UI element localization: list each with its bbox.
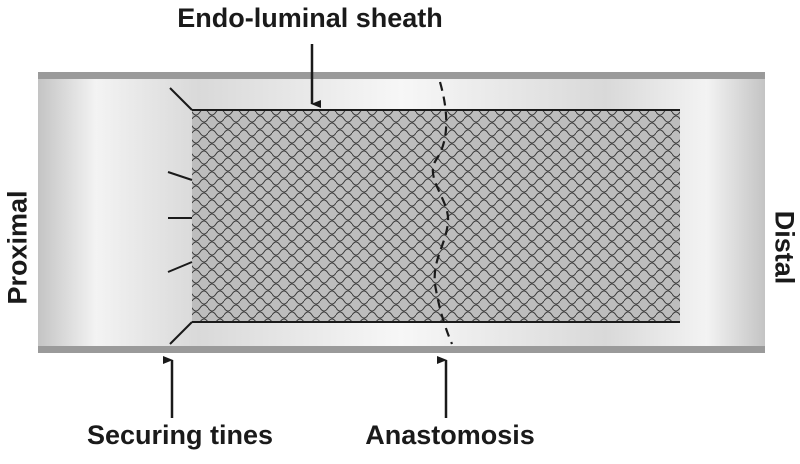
anastomosis-label: Anastomosis [365, 420, 535, 450]
proximal-label: Proximal [2, 190, 33, 305]
vessel-wall-bottom [38, 346, 765, 353]
anastomosis-line [431, 81, 454, 345]
tines-label: Securing tines [86, 420, 274, 450]
distal-label: Distal [769, 210, 800, 285]
securing-tines [167, 87, 193, 345]
vessel-wall-top [38, 72, 765, 79]
sheath-label: Endo-luminal sheath [177, 3, 443, 33]
